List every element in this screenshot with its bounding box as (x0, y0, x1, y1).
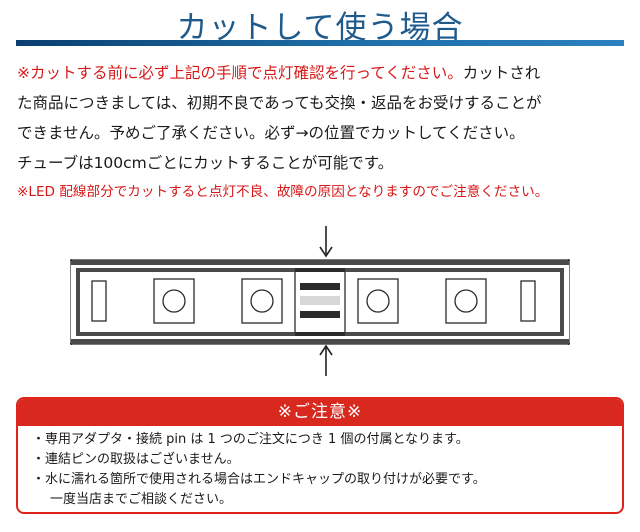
notice-line-4: チューブは100cmごとにカットすることが可能です。 (17, 154, 394, 172)
notice-line-3: できません。予めご了承ください。必ず→の位置でカットしてください。 (17, 124, 525, 142)
notice-line-2: た商品につきましては、初期不良であっても交換・返品をお受けすることが (17, 94, 542, 112)
caution-item: ・水に濡れる箇所で使用される場合はエンドキャップの取り付けが必要です。 (32, 472, 486, 487)
cutting-notice: ※カットする前に必ず上記の手順で点灯確認を行ってください。カットされ た商品につ… (17, 58, 627, 206)
caution-box: ※ご注意※ ・専用アダプタ・接続 pin は 1 つのご注文につき 1 個の付属… (16, 397, 624, 514)
notice-led-warning: ※LED 配線部分でカットすると点灯不良、故障の原因となりますのでご注意ください… (17, 184, 549, 200)
notice-warning-lead: ※カットする前に必ず上記の手順で点灯確認を行ってください。 (17, 64, 463, 82)
caution-item: ・専用アダプタ・接続 pin は 1 つのご注文につき 1 個の付属となります。 (32, 432, 469, 447)
caution-item: ・連結ピンの取扱はございません。 (32, 452, 240, 467)
arrow-down-icon (319, 226, 333, 258)
caution-item: 一度当店までご相談ください。 (50, 492, 233, 507)
arrow-up-icon (319, 344, 333, 376)
caution-heading: ※ご注意※ (18, 399, 622, 426)
led-strip-diagram (0, 226, 640, 376)
led-strip (70, 259, 570, 345)
title-underline (16, 40, 624, 46)
notice-line-1: カットされ (462, 64, 541, 82)
caution-list: ・専用アダプタ・接続 pin は 1 つのご注文につき 1 個の付属となります。… (18, 426, 622, 510)
